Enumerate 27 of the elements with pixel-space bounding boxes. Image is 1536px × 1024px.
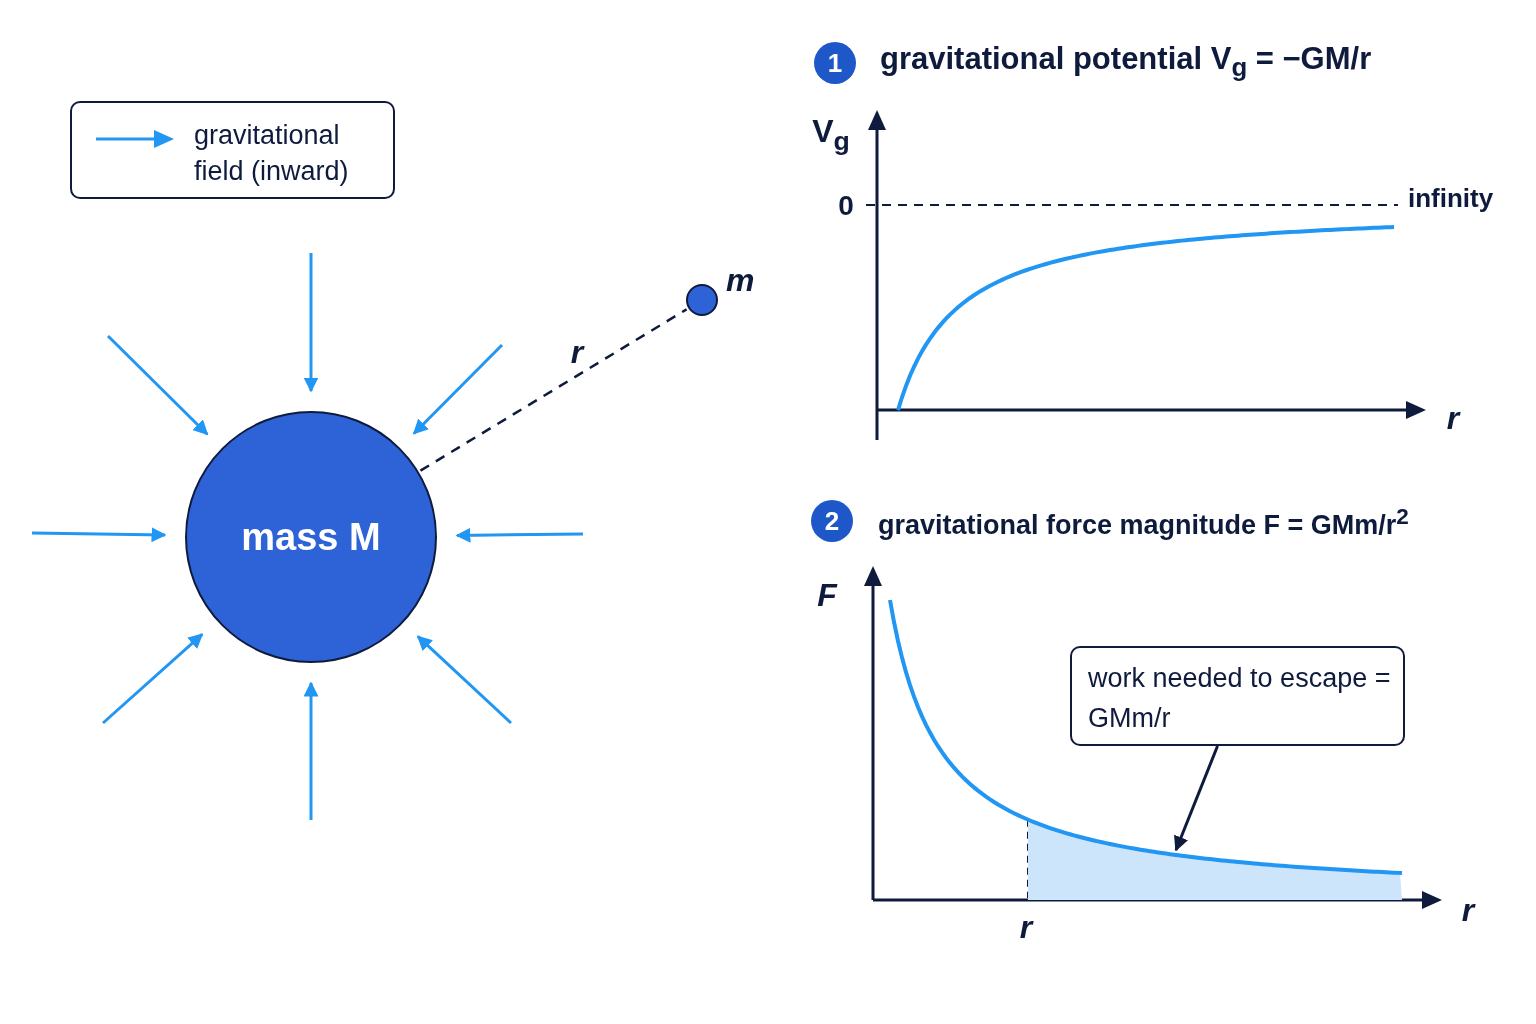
annotation-text: infinity (1408, 185, 1494, 211)
number-badge: 1 (814, 42, 856, 84)
field-arrow (303, 253, 319, 393)
field-arrow (31, 527, 167, 543)
field-arrow (303, 681, 319, 820)
mass-circle: mass M (185, 411, 437, 663)
tick-label: r (1019, 911, 1033, 943)
number-badge: 2 (811, 500, 853, 542)
axis-label: r (1446, 402, 1460, 434)
mass-label: m (726, 264, 755, 296)
callout-box: work needed to escape = GMm/r (1070, 646, 1405, 746)
chart-title: gravitational force magnitude F = GMm/r$^{2}$ (878, 505, 1409, 539)
particle-circle (686, 284, 718, 316)
axis-label: r (1461, 894, 1475, 926)
shaded-area (1028, 819, 1402, 900)
field-arrow (106, 334, 209, 436)
chart-title: gravitational potential V$_{g}$ = −GM/r (880, 43, 1372, 81)
legend-text: gravitational field (inward) (194, 119, 350, 188)
axis-label: V$_{g}$ (812, 115, 850, 155)
distance-line (419, 308, 688, 472)
field-arrow (455, 527, 583, 543)
axis-label: F (817, 579, 837, 611)
tick-label: 0 (838, 192, 854, 220)
leader-arrow (1174, 745, 1219, 852)
field-arrow (416, 635, 513, 725)
field-arrow (102, 633, 204, 725)
field-arrow (412, 343, 504, 435)
